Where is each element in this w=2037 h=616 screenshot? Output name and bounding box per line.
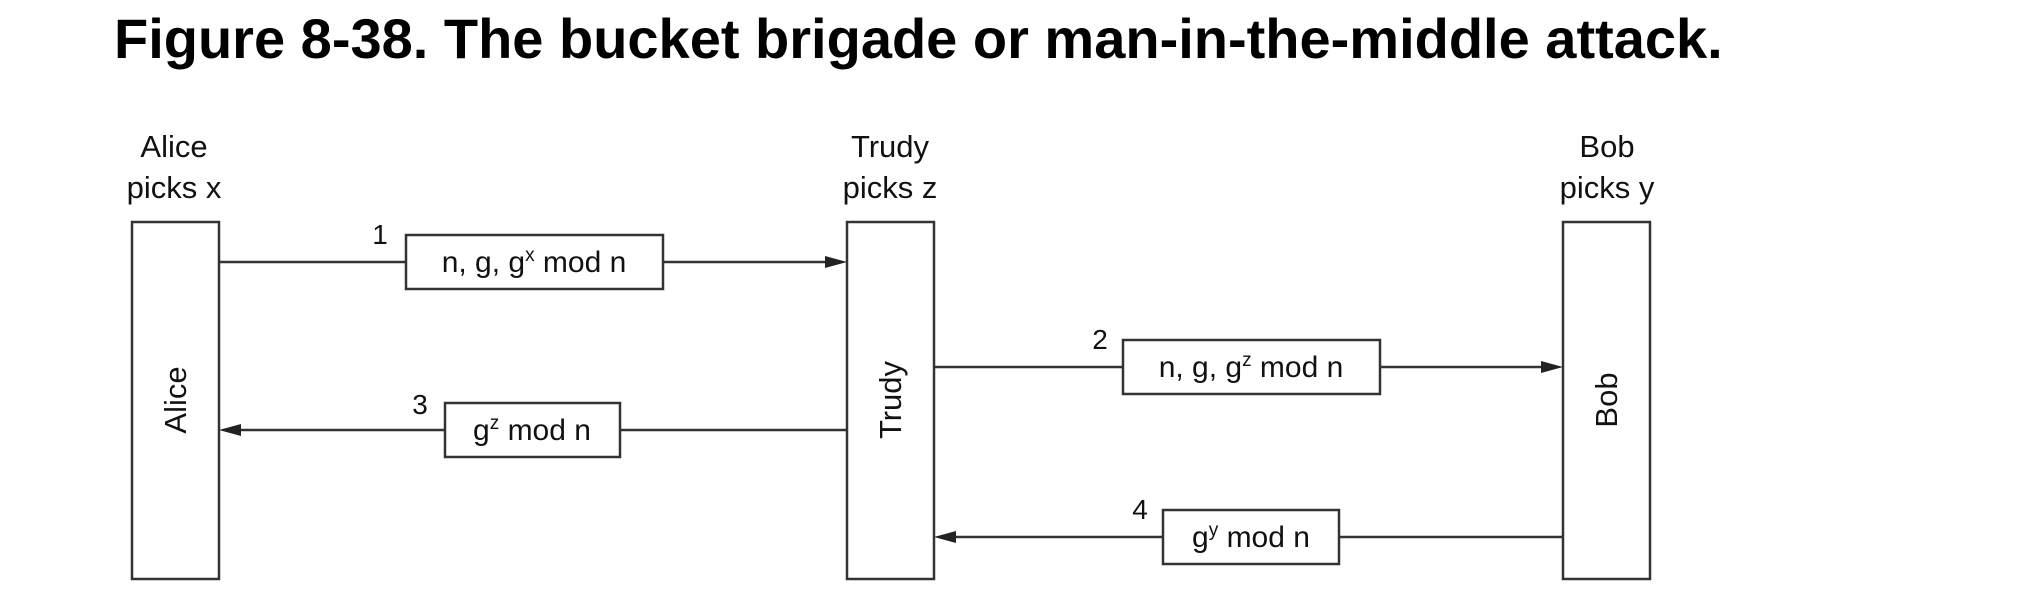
message-4-box xyxy=(1161,508,1341,566)
alice-caption-line1: Alice xyxy=(140,129,207,164)
bob-box-label: Bob xyxy=(1589,372,1624,427)
message-1-superscript: x xyxy=(525,245,535,266)
message-1-rest: mod n xyxy=(535,246,627,279)
message-4-rest: mod n xyxy=(1218,521,1310,554)
message-2-label: n, g, gz mod n xyxy=(1159,350,1344,384)
figure-title: Figure 8-38. The bucket brigade or man-i… xyxy=(114,7,1723,70)
message-4-base: g xyxy=(1192,521,1209,554)
message-4-label: gy mod n xyxy=(1192,520,1310,554)
message-4-step-number: 4 xyxy=(1132,494,1148,525)
message-1-arrowhead xyxy=(825,256,847,268)
message-3-arrowhead xyxy=(219,424,241,436)
message-1-box xyxy=(404,233,665,291)
message-2-step-number: 2 xyxy=(1092,324,1108,355)
trudy-box-label: Trudy xyxy=(873,360,908,439)
message-2-box xyxy=(1121,338,1382,396)
message-3-rest: mod n xyxy=(499,414,591,447)
message-2-superscript: z xyxy=(1242,350,1252,371)
message-2-arrowhead xyxy=(1541,361,1563,373)
message-3-step-number: 3 xyxy=(412,389,428,420)
message-3-base: g xyxy=(473,414,490,447)
bob-caption-line1: Bob xyxy=(1579,129,1634,164)
bob-caption-line2: picks y xyxy=(1560,170,1655,205)
trudy-box xyxy=(845,220,936,581)
message-3-box xyxy=(443,401,622,459)
message-1-step-number: 1 xyxy=(372,219,388,250)
alice-box xyxy=(130,220,221,581)
bob-box xyxy=(1561,220,1652,581)
trudy-caption-line2: picks z xyxy=(843,170,938,205)
message-2-base: n, g, g xyxy=(1159,351,1242,384)
message-3-superscript: z xyxy=(490,413,500,434)
message-2-rest: mod n xyxy=(1252,351,1344,384)
message-1-label: n, g, gx mod n xyxy=(442,245,627,279)
trudy-caption-line1: Trudy xyxy=(851,129,930,164)
message-1-base: n, g, g xyxy=(442,246,525,279)
alice-caption-line2: picks x xyxy=(127,170,222,205)
message-3-label: gz mod n xyxy=(473,413,591,447)
message-4-arrowhead xyxy=(934,531,956,543)
message-4-superscript: y xyxy=(1209,520,1219,541)
alice-box-label: Alice xyxy=(158,366,193,433)
